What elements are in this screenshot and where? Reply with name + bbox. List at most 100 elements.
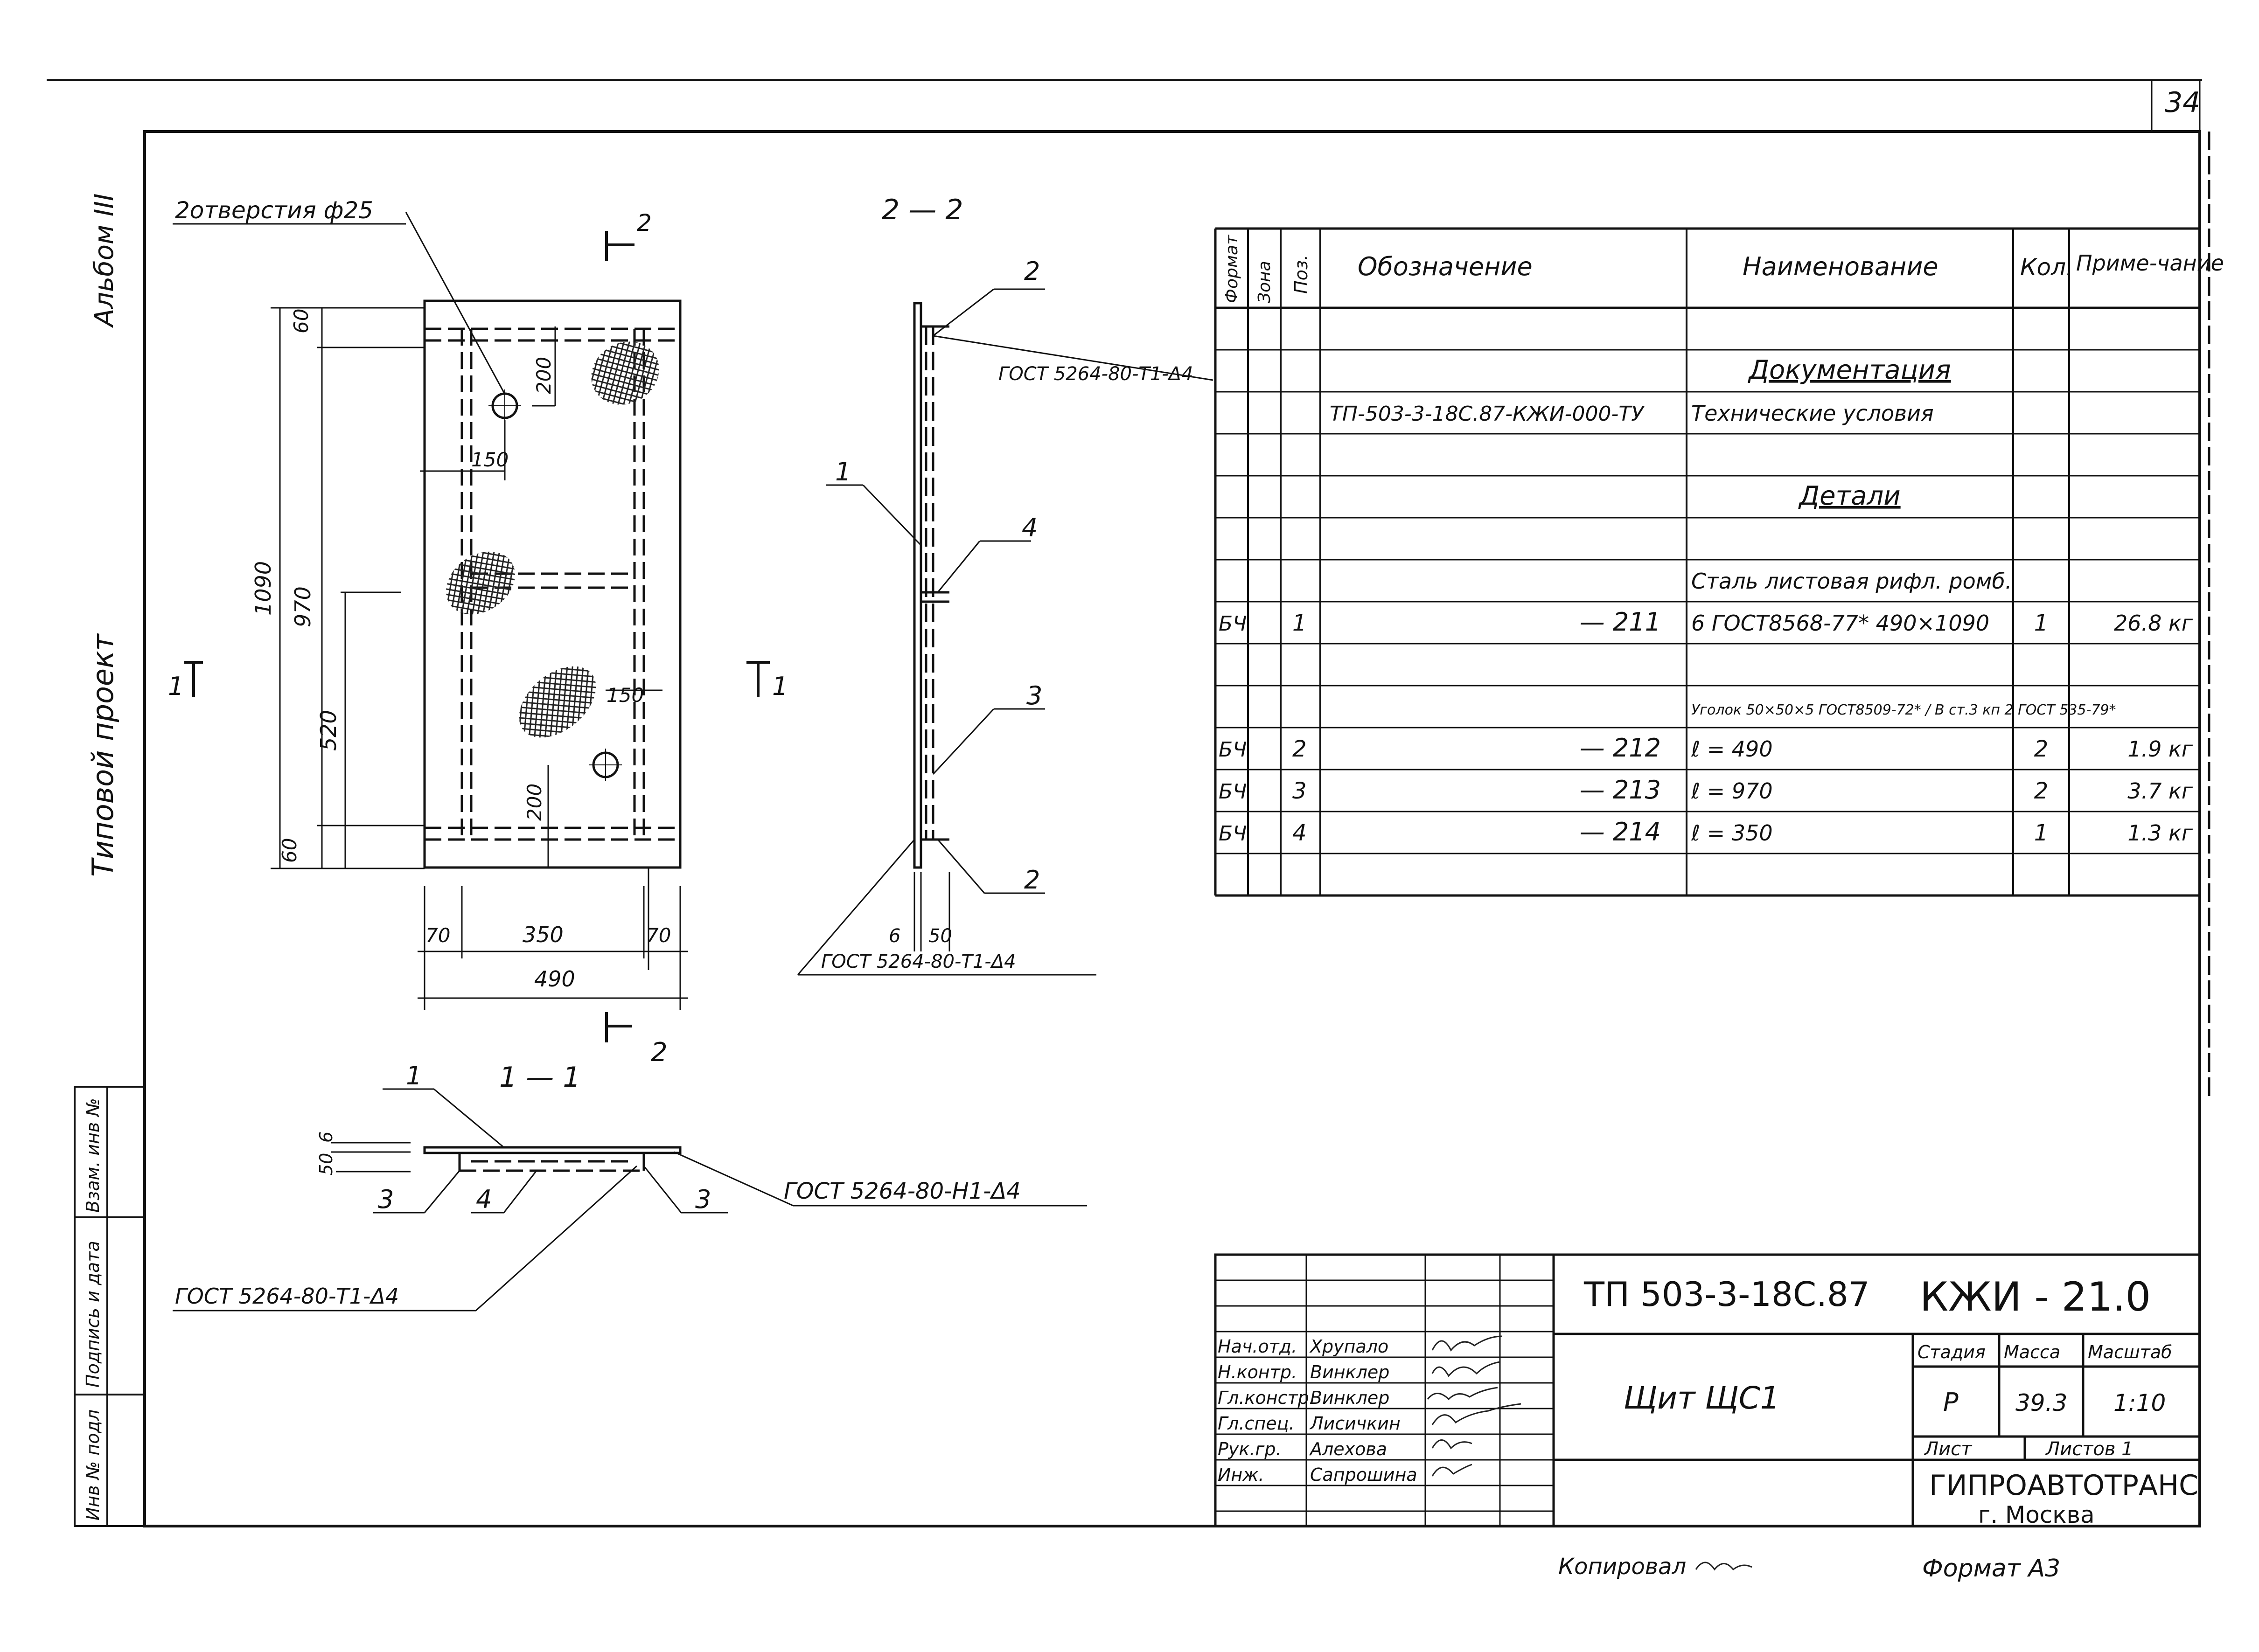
role-title: Гл.спец.	[1218, 1413, 1295, 1434]
dim-middle-width: 350	[523, 922, 564, 947]
scale-label: Масштаб	[2088, 1342, 2172, 1362]
section-cut-bottom: 2	[651, 1037, 668, 1068]
holes-note: 2отверстия ф25	[175, 197, 373, 224]
header-name: Наименование	[1743, 252, 1938, 281]
dim-right-width: 70	[646, 924, 671, 947]
row-name: Уголок 50×50×5 ГОСТ8509-72* / В ст.3 кп …	[1691, 702, 2116, 718]
spec-table: Формат Зона Поз. Обозначение Наименование Кол…	[1214, 227, 2224, 897]
header-format: Формат	[1222, 235, 1241, 303]
role-title: Гл.констр.	[1218, 1388, 1315, 1408]
sign-date-label: Подпись и дата	[83, 1241, 103, 1388]
header-zone: Зона	[1255, 261, 1274, 303]
dim-hole-side-2: 150	[607, 684, 644, 707]
row-note: 3.7 кг	[2127, 778, 2193, 804]
sheet-frame	[47, 79, 2210, 1527]
section-1-1: 1 — 1 1 3 4 3 50	[173, 1061, 1087, 1312]
sheet-label: Лист	[1924, 1438, 1973, 1460]
row-note: 1.3 кг	[2127, 820, 2193, 846]
s22-callout-plate: 1	[835, 457, 851, 486]
s22-weld-bottom: ГОСТ 5264-80-Т1-Δ4	[821, 951, 1016, 972]
s22-dim-flange: 50	[928, 925, 952, 947]
s11-dim-thickness: 6	[316, 1131, 336, 1143]
row-name: Технические условия	[1691, 401, 1934, 426]
organization: ГИПРОАВТОТРАНС	[1929, 1469, 2198, 1502]
copier-signature	[1695, 1562, 1752, 1571]
row-pos: 3	[1292, 778, 1307, 804]
stage-label: Стадия	[1917, 1342, 1986, 1362]
dim-bottom: 60	[278, 838, 301, 863]
sheet-number: 34	[2165, 86, 2200, 119]
front-view: 2отверстия ф25 60 200 150 1090 970 520 1…	[168, 197, 788, 1068]
row-qty: 1	[2034, 820, 2049, 846]
header-qty: Кол.	[2020, 254, 2073, 281]
role-name: Винклер	[1310, 1362, 1389, 1382]
role-title: Инж.	[1218, 1465, 1264, 1485]
inv-no-label: Инв № подл	[83, 1409, 103, 1520]
row-designation: — 214	[1580, 817, 1661, 847]
project-code: ТП 503-3-18С.87	[1583, 1275, 1870, 1314]
mass-value: 39.3	[2015, 1389, 2067, 1416]
row-section-heading: Документация	[1747, 355, 1951, 385]
mass-label: Масса	[2004, 1342, 2060, 1362]
format-label: Формат А3	[1922, 1555, 2060, 1583]
dim-top: 60	[290, 309, 313, 333]
side-stamp: Альбом III Типовой проект Инв № подл Под…	[74, 194, 146, 1527]
row-name: 6 ГОСТ8568-77* 490×1090	[1691, 611, 1989, 636]
dim-hole-offset: 200	[532, 357, 555, 394]
row-format: БЧ	[1219, 612, 1247, 636]
s11-callout-mid: 4	[476, 1185, 492, 1214]
section-cut-top: 2	[637, 209, 652, 236]
header-note: Приме-чание	[2076, 250, 2224, 276]
sheets-label: Листов 1	[2045, 1438, 2134, 1460]
title-block: Нач.отд.ХрупалоН.контр.ВинклерГл.констр.…	[1214, 1253, 2201, 1528]
row-format: БЧ	[1219, 780, 1247, 804]
row-note: 26.8 кг	[2114, 611, 2193, 636]
replaces-label: Взам. инв №	[83, 1098, 103, 1213]
row-pos: 4	[1292, 820, 1307, 846]
header-pos: Поз.	[1291, 255, 1311, 294]
s22-dim-thickness: 6	[889, 925, 900, 947]
header-designation: Обозначение	[1358, 252, 1533, 281]
row-note: 1.9 кг	[2127, 736, 2193, 762]
row-qty: 2	[2034, 736, 2049, 762]
stage-value: Р	[1943, 1388, 1959, 1417]
city: г. Москва	[1978, 1501, 2095, 1528]
dim-left-width: 70	[425, 924, 450, 947]
dim-hole-side: 150	[471, 448, 509, 471]
role-name: Сапрошина	[1310, 1465, 1417, 1485]
s11-dim-height: 50	[316, 1153, 336, 1175]
section-1-1-title: 1 — 1	[499, 1061, 581, 1094]
s22-weld-top: ГОСТ 5264-80-Т1-Δ4	[998, 363, 1193, 385]
dim-overall-height: 1090	[251, 561, 276, 616]
row-format: БЧ	[1219, 822, 1247, 846]
section-mark-left: 1	[168, 672, 184, 701]
copied-label: Копировал	[1558, 1554, 1686, 1580]
role-title: Рук.гр.	[1218, 1439, 1282, 1459]
album-label: Альбом III	[89, 194, 119, 328]
section-2-2-title: 2 — 2	[882, 194, 963, 226]
drawing-code: КЖИ - 21.0	[1920, 1274, 2151, 1320]
plate-outline	[423, 299, 682, 869]
row-designation: — 211	[1580, 607, 1661, 637]
dim-lower: 520	[316, 710, 341, 751]
dim-overall-width: 490	[534, 966, 575, 992]
role-name: Винклер	[1310, 1388, 1389, 1408]
dim-hole-offset-2: 200	[523, 784, 546, 821]
s11-weld-right: ГОСТ 5264-80-Н1-Δ4	[784, 1178, 1021, 1204]
row-qty: 2	[2034, 778, 2049, 804]
role-title: Н.контр.	[1218, 1362, 1297, 1382]
row-designation: — 213	[1580, 775, 1661, 805]
s22-callout-bottom: 2	[1024, 865, 1040, 895]
row-qty: 1	[2034, 610, 2049, 636]
scale-value: 1:10	[2113, 1389, 2166, 1416]
section-mark-right: 1	[772, 672, 788, 701]
s11-callout-left: 3	[378, 1185, 394, 1214]
s11-callout-right: 3	[695, 1185, 711, 1214]
s11-callout-plate: 1	[406, 1061, 422, 1090]
row-name: ℓ = 970	[1691, 778, 1773, 804]
row-designation: — 212	[1580, 733, 1661, 763]
role-title: Нач.отд.	[1218, 1336, 1297, 1357]
section-2-2: 2 — 2 2	[797, 194, 1213, 976]
row-format: БЧ	[1219, 738, 1247, 762]
